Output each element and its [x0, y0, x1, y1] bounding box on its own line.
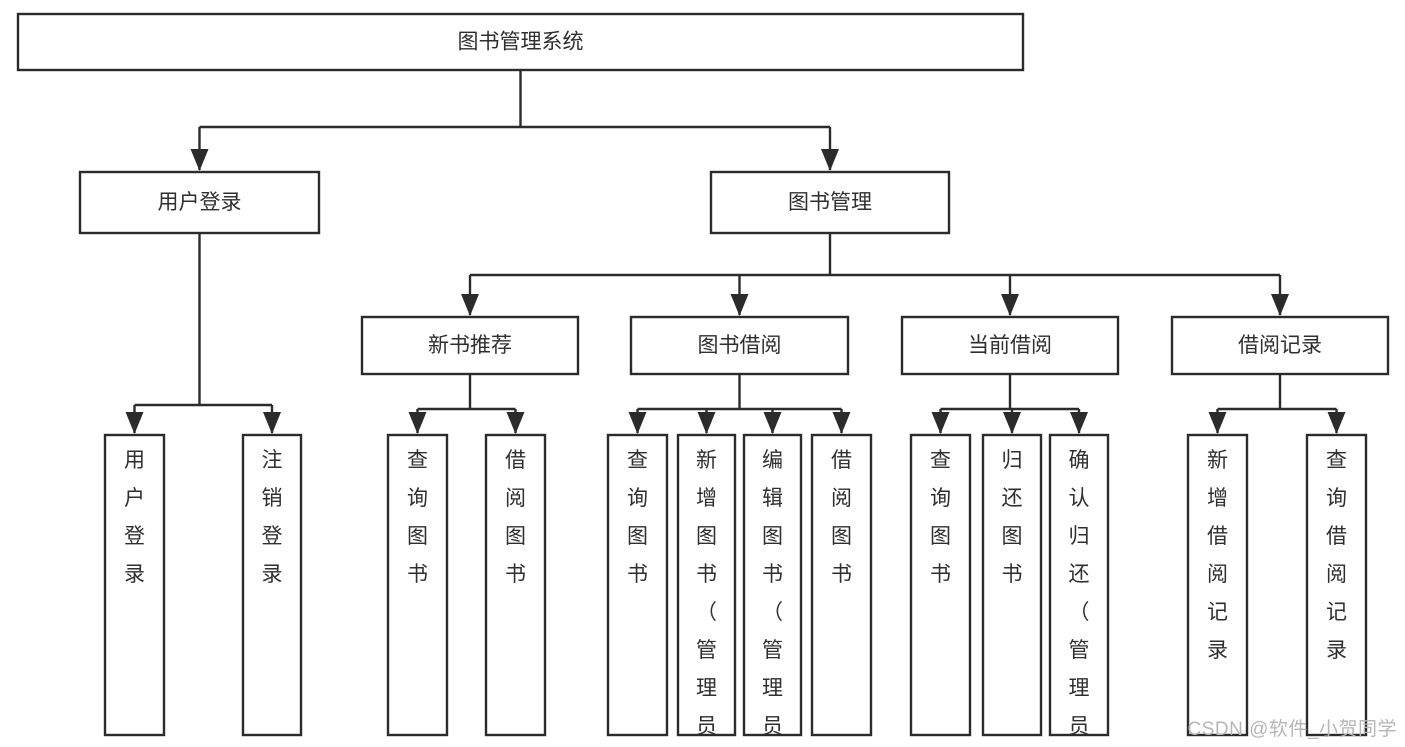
user-login-to-leaves-arrow-0	[125, 412, 144, 434]
node-leaf-4-box[interactable]	[606, 433, 669, 737]
level2-1-to-leaves-arrow-1	[697, 412, 716, 434]
node-level1-0-box[interactable]	[78, 170, 321, 235]
node-leaf-3-label: 借阅图书	[505, 449, 526, 586]
connector-layer	[125, 70, 1346, 434]
node-leaf-4-label: 查询图书	[627, 449, 648, 586]
level2-2-to-leaves-arrow-0	[931, 412, 950, 434]
node-leaf-10[interactable]: 确认归还（管理员）	[1048, 433, 1110, 747]
root-to-level1-arrow-0	[190, 149, 209, 171]
node-level1-0-label: 用户登录	[158, 191, 242, 214]
node-leaf-2-box[interactable]	[386, 433, 449, 737]
node-level1-1-label: 图书管理	[788, 191, 872, 214]
node-level2-2[interactable]: 当前借阅	[900, 315, 1120, 376]
node-leaf-7-label: 借阅图书	[831, 449, 852, 586]
node-leaf-8[interactable]: 查询图书	[909, 433, 972, 737]
node-leaf-0-box[interactable]	[103, 433, 166, 737]
level2-1-to-leaves-arrow-3	[832, 412, 851, 434]
level2-0-to-leaves-arrow-0	[408, 412, 427, 434]
node-level2-2-box[interactable]	[900, 315, 1120, 376]
user-login-to-leaves-arrow-1	[263, 412, 281, 434]
book-mgmt-to-level2-arrow-1	[730, 294, 749, 316]
node-leaf-3[interactable]: 借阅图书	[484, 433, 547, 737]
node-leaf-10-box[interactable]	[1048, 433, 1110, 737]
node-leaf-0-label: 用户登录	[124, 449, 145, 586]
book-mgmt-to-level2-arrow-0	[461, 294, 479, 316]
level2-3-to-leaves-arrow-0	[1208, 412, 1227, 434]
node-leaf-1-box[interactable]	[241, 433, 303, 737]
node-leaf-6-label: 编辑图书（管理员）	[762, 449, 783, 747]
node-leaf-10-label: 确认归还（管理员）	[1069, 449, 1090, 747]
node-leaf-4[interactable]: 查询图书	[606, 433, 669, 737]
level2-2-to-leaves-arrow-1	[1003, 412, 1021, 434]
node-layer: 图书管理系统用户登录图书管理新书推荐图书借阅当前借阅借阅记录用户登录注销登录查询…	[16, 12, 1390, 747]
node-leaf-5-box[interactable]	[676, 433, 737, 737]
level2-1-to-leaves-arrow-2	[763, 412, 782, 434]
node-leaf-9[interactable]: 归还图书	[981, 433, 1043, 737]
node-leaf-5[interactable]: 新增图书（管理员）	[676, 433, 737, 747]
node-leaf-11-box[interactable]	[1186, 433, 1249, 737]
node-leaf-2[interactable]: 查询图书	[386, 433, 449, 737]
node-level2-0-box[interactable]	[360, 315, 580, 376]
node-level2-1[interactable]: 图书借阅	[629, 315, 850, 376]
node-root[interactable]: 图书管理系统	[16, 12, 1025, 72]
node-level2-1-label: 图书借阅	[698, 334, 782, 357]
node-root-box[interactable]	[16, 12, 1025, 72]
node-leaf-9-box[interactable]	[981, 433, 1043, 737]
node-leaf-1-label: 注销登录	[262, 449, 283, 586]
node-leaf-11-label: 新增借阅记录	[1207, 449, 1228, 662]
node-level1-1-box[interactable]	[709, 170, 951, 235]
node-leaf-8-label: 查询图书	[930, 449, 951, 586]
book-mgmt-to-level2-arrow-2	[1001, 294, 1019, 316]
node-leaf-8-box[interactable]	[909, 433, 972, 737]
node-leaf-2-label: 查询图书	[407, 449, 428, 586]
node-level2-0-label: 新书推荐	[428, 334, 512, 357]
node-leaf-12-label: 查询借阅记录	[1326, 449, 1347, 662]
level2-2-to-leaves-arrow-2	[1070, 412, 1088, 434]
node-leaf-0[interactable]: 用户登录	[103, 433, 166, 737]
node-level2-3-box[interactable]	[1170, 315, 1390, 376]
node-leaf-12-box[interactable]	[1305, 433, 1368, 737]
level2-1-to-leaves-arrow-0	[628, 412, 647, 434]
node-leaf-6-box[interactable]	[742, 433, 803, 737]
root-to-level1-arrow-1	[821, 149, 839, 171]
node-leaf-5-label: 新增图书（管理员）	[696, 449, 717, 747]
node-leaf-11[interactable]: 新增借阅记录	[1186, 433, 1249, 737]
node-level2-3[interactable]: 借阅记录	[1170, 315, 1390, 376]
node-level2-3-label: 借阅记录	[1238, 334, 1322, 357]
node-leaf-6[interactable]: 编辑图书（管理员）	[742, 433, 803, 747]
node-leaf-9-label: 归还图书	[1002, 449, 1023, 586]
level2-3-to-leaves-arrow-1	[1327, 412, 1346, 434]
node-leaf-1[interactable]: 注销登录	[241, 433, 303, 737]
level2-0-to-leaves-arrow-1	[506, 412, 525, 434]
node-leaf-3-box[interactable]	[484, 433, 547, 737]
node-leaf-7[interactable]: 借阅图书	[810, 433, 873, 737]
node-root-label: 图书管理系统	[458, 31, 584, 54]
node-leaf-12[interactable]: 查询借阅记录	[1305, 433, 1368, 737]
node-level2-2-label: 当前借阅	[968, 334, 1052, 357]
node-level2-1-box[interactable]	[629, 315, 850, 376]
node-leaf-7-box[interactable]	[810, 433, 873, 737]
node-level2-0[interactable]: 新书推荐	[360, 315, 580, 376]
node-level1-1[interactable]: 图书管理	[709, 170, 951, 235]
node-level1-0[interactable]: 用户登录	[78, 170, 321, 235]
book-mgmt-to-level2-arrow-3	[1271, 294, 1289, 316]
